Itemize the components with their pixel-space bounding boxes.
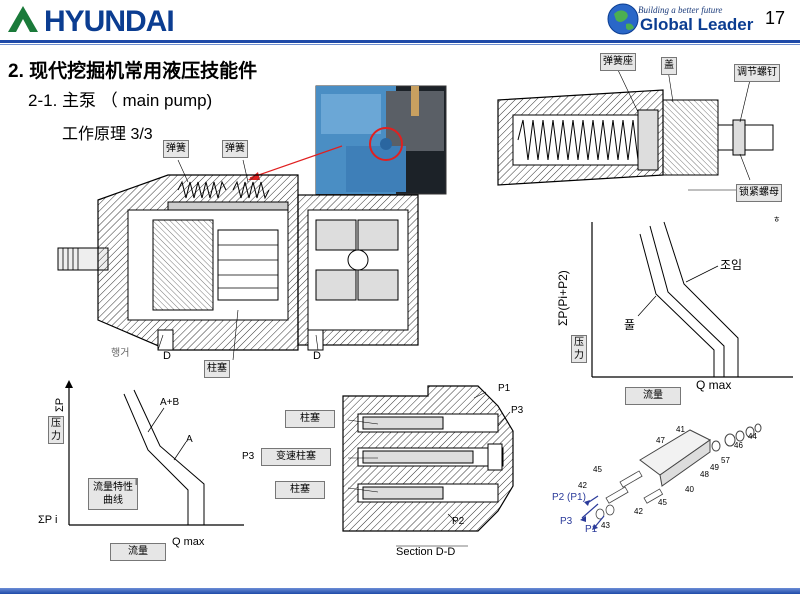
- pq-left-curve-ab: [133, 389, 205, 525]
- part-57: 57: [721, 456, 730, 465]
- pq-right-y-axis-title: ΣP(Pi+P2): [556, 270, 570, 326]
- slide-title: 2. 现代挖掘机常用液压技能件: [8, 61, 258, 82]
- pq-left-y-axis-title: ΣP: [54, 397, 66, 412]
- cover-label: 盖: [661, 57, 677, 75]
- pq-left-curve-a-label: A: [186, 434, 193, 445]
- part-43: 43: [601, 521, 610, 530]
- part-44: 44: [748, 432, 757, 441]
- pq-left-flow-label: 流量: [110, 543, 166, 561]
- pq-right-curve-mid: [649, 225, 725, 377]
- section-mark-left: D: [163, 350, 171, 362]
- section-mark-right: D: [313, 350, 321, 362]
- plunger-label: 柱塞: [204, 360, 230, 378]
- port-p3: P3: [560, 516, 573, 527]
- part-49: 49: [710, 463, 719, 472]
- section-plunger-bottom-label: 柱塞: [275, 481, 325, 499]
- section-p3-left: P3: [242, 451, 255, 462]
- part-45-bottom: 45: [658, 498, 667, 507]
- regulator-cross-section: [497, 69, 778, 191]
- pq-left-curve-ab-label: A+B: [160, 397, 180, 408]
- principle-heading: 工作原理 3/3: [62, 126, 153, 143]
- lock-nut-label: 锁紧螺母: [736, 184, 782, 202]
- tagline: Building a better future: [638, 5, 723, 15]
- part-46: 46: [734, 441, 743, 450]
- part-41: 41: [676, 425, 685, 434]
- pq-left-qmax: Q max: [172, 536, 205, 548]
- pq-left-pressure-label: 压力: [48, 416, 64, 444]
- pq-right-curve-outer-label: 조임: [720, 258, 743, 272]
- part-45-top: 45: [593, 465, 602, 474]
- variable-plunger-label: 变速柱塞: [261, 448, 331, 466]
- pump-photo: [315, 85, 447, 195]
- pq-right-flow-label: 流量: [625, 387, 681, 405]
- section-dd-drawing: [342, 385, 514, 547]
- spring-seat-label: 弹簧座: [600, 53, 636, 71]
- pq-right-curve-inner-label: 풀: [624, 318, 636, 332]
- pq-left-mark-i: I: [135, 478, 138, 487]
- hanger-label: 행거: [111, 348, 130, 359]
- port-p2-p1: P2 (P1): [552, 492, 586, 503]
- pq-right-curve-inner: [639, 233, 715, 377]
- section-p3-right: P3: [511, 405, 524, 416]
- adjust-screw-label: 调节螺钉: [734, 64, 780, 82]
- part-42-bottom: 42: [634, 507, 643, 516]
- exploded-view-drawing: [580, 423, 762, 530]
- section-p1: P1: [498, 383, 511, 394]
- pq-right-qmax: Q max: [696, 378, 732, 392]
- part-47: 47: [656, 436, 665, 445]
- slogan: Global Leader: [640, 15, 754, 34]
- globe-icon: [607, 3, 639, 35]
- section-dd-caption: Section D-D: [396, 546, 456, 558]
- pump-cross-section: [57, 159, 419, 361]
- pq-left-y-bottom: ΣP i: [38, 514, 58, 526]
- regulator-mark: ㅎ: [773, 215, 781, 224]
- section-plunger-top-label: 柱塞: [285, 410, 335, 428]
- pq-right-pressure-label: 压力: [571, 335, 587, 363]
- footer-bar: [0, 588, 800, 594]
- slide-subtitle: 2-1. 主泵 （ main pump): [28, 91, 213, 110]
- port-p1: P1: [585, 524, 598, 535]
- flow-curve-label: 流量特性曲线: [88, 478, 138, 510]
- part-40: 40: [685, 485, 694, 494]
- page-number: 17: [765, 8, 786, 28]
- spring-label-right: 弹簧: [222, 140, 248, 158]
- header-divider: [0, 40, 800, 43]
- pq-chart-left: [65, 380, 244, 526]
- pq-right-curve-outer: [663, 221, 739, 377]
- header-divider-thin: [0, 44, 800, 45]
- pq-left-curve-a: [123, 393, 189, 525]
- hyundai-triangle-icon: [8, 6, 38, 32]
- part-42-top: 42: [578, 481, 587, 490]
- section-p2: P2: [452, 516, 465, 527]
- spring-label-left: 弹簧: [163, 140, 189, 158]
- part-48: 48: [700, 470, 709, 479]
- pq-chart-right: [591, 221, 793, 378]
- brand-name: HYUNDAI: [44, 5, 175, 38]
